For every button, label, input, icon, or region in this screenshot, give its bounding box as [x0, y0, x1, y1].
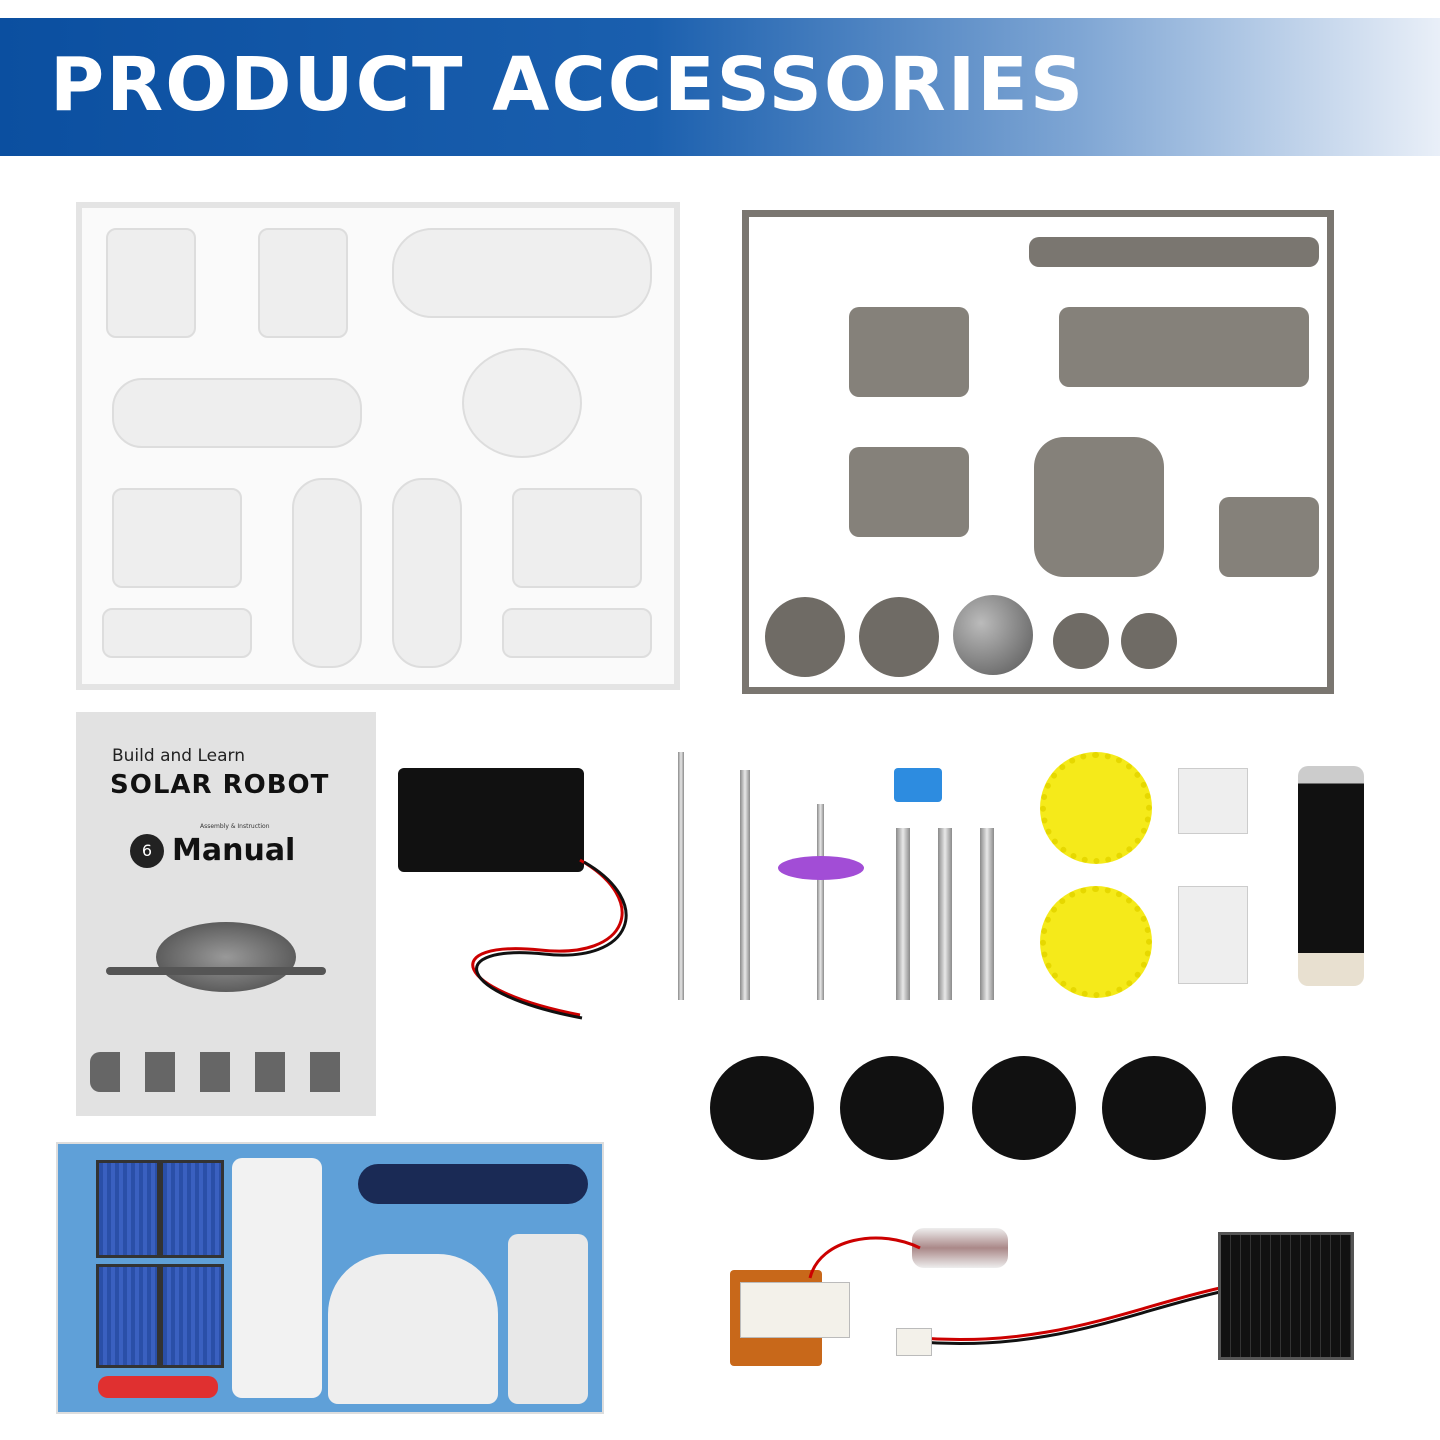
grey-parts-sprue: [742, 210, 1334, 694]
manual-subtitle: Assembly & Instruction: [200, 823, 270, 830]
metal-rod: [678, 752, 684, 1000]
metal-pin: [896, 828, 910, 1000]
yellow-gear: [1040, 752, 1152, 864]
white-parts-sprue: [76, 202, 680, 690]
battery-wires: [471, 858, 628, 1020]
manual-title: Manual: [172, 833, 296, 868]
manual-badge: 6: [130, 834, 164, 868]
metal-pin: [980, 828, 994, 1000]
foam-pad: [840, 1056, 944, 1160]
blue-worm-gear: [894, 768, 942, 802]
yellow-gear: [1040, 886, 1152, 998]
foam-pad: [1232, 1056, 1336, 1160]
banner-title: PRODUCT ACCESSORIES: [50, 42, 1086, 128]
foam-pad: [1102, 1056, 1206, 1160]
motor-wires: [808, 1236, 1221, 1346]
manual-line1: Build and Learn: [112, 746, 245, 766]
metal-rod: [817, 804, 824, 1000]
motor: [912, 1228, 1008, 1268]
purple-gear: [778, 856, 864, 880]
sticker-sheet: [56, 1142, 604, 1414]
screwdriver: [1298, 766, 1364, 986]
battery-holder: [398, 768, 584, 872]
connector: [740, 1282, 850, 1338]
header-banner: PRODUCT ACCESSORIES: [0, 18, 1440, 156]
metal-pin: [938, 828, 952, 1000]
metal-rod: [740, 770, 750, 1000]
foam-pad: [972, 1056, 1076, 1160]
foam-pad: [710, 1056, 814, 1160]
white-block: [1178, 768, 1248, 834]
white-block: [1178, 886, 1248, 984]
manual-line2: SOLAR ROBOT: [110, 770, 330, 800]
instruction-manual: Build and Learn SOLAR ROBOT 6 Assembly &…: [76, 712, 376, 1116]
plug: [896, 1328, 932, 1356]
solar-panel: [1218, 1232, 1354, 1360]
